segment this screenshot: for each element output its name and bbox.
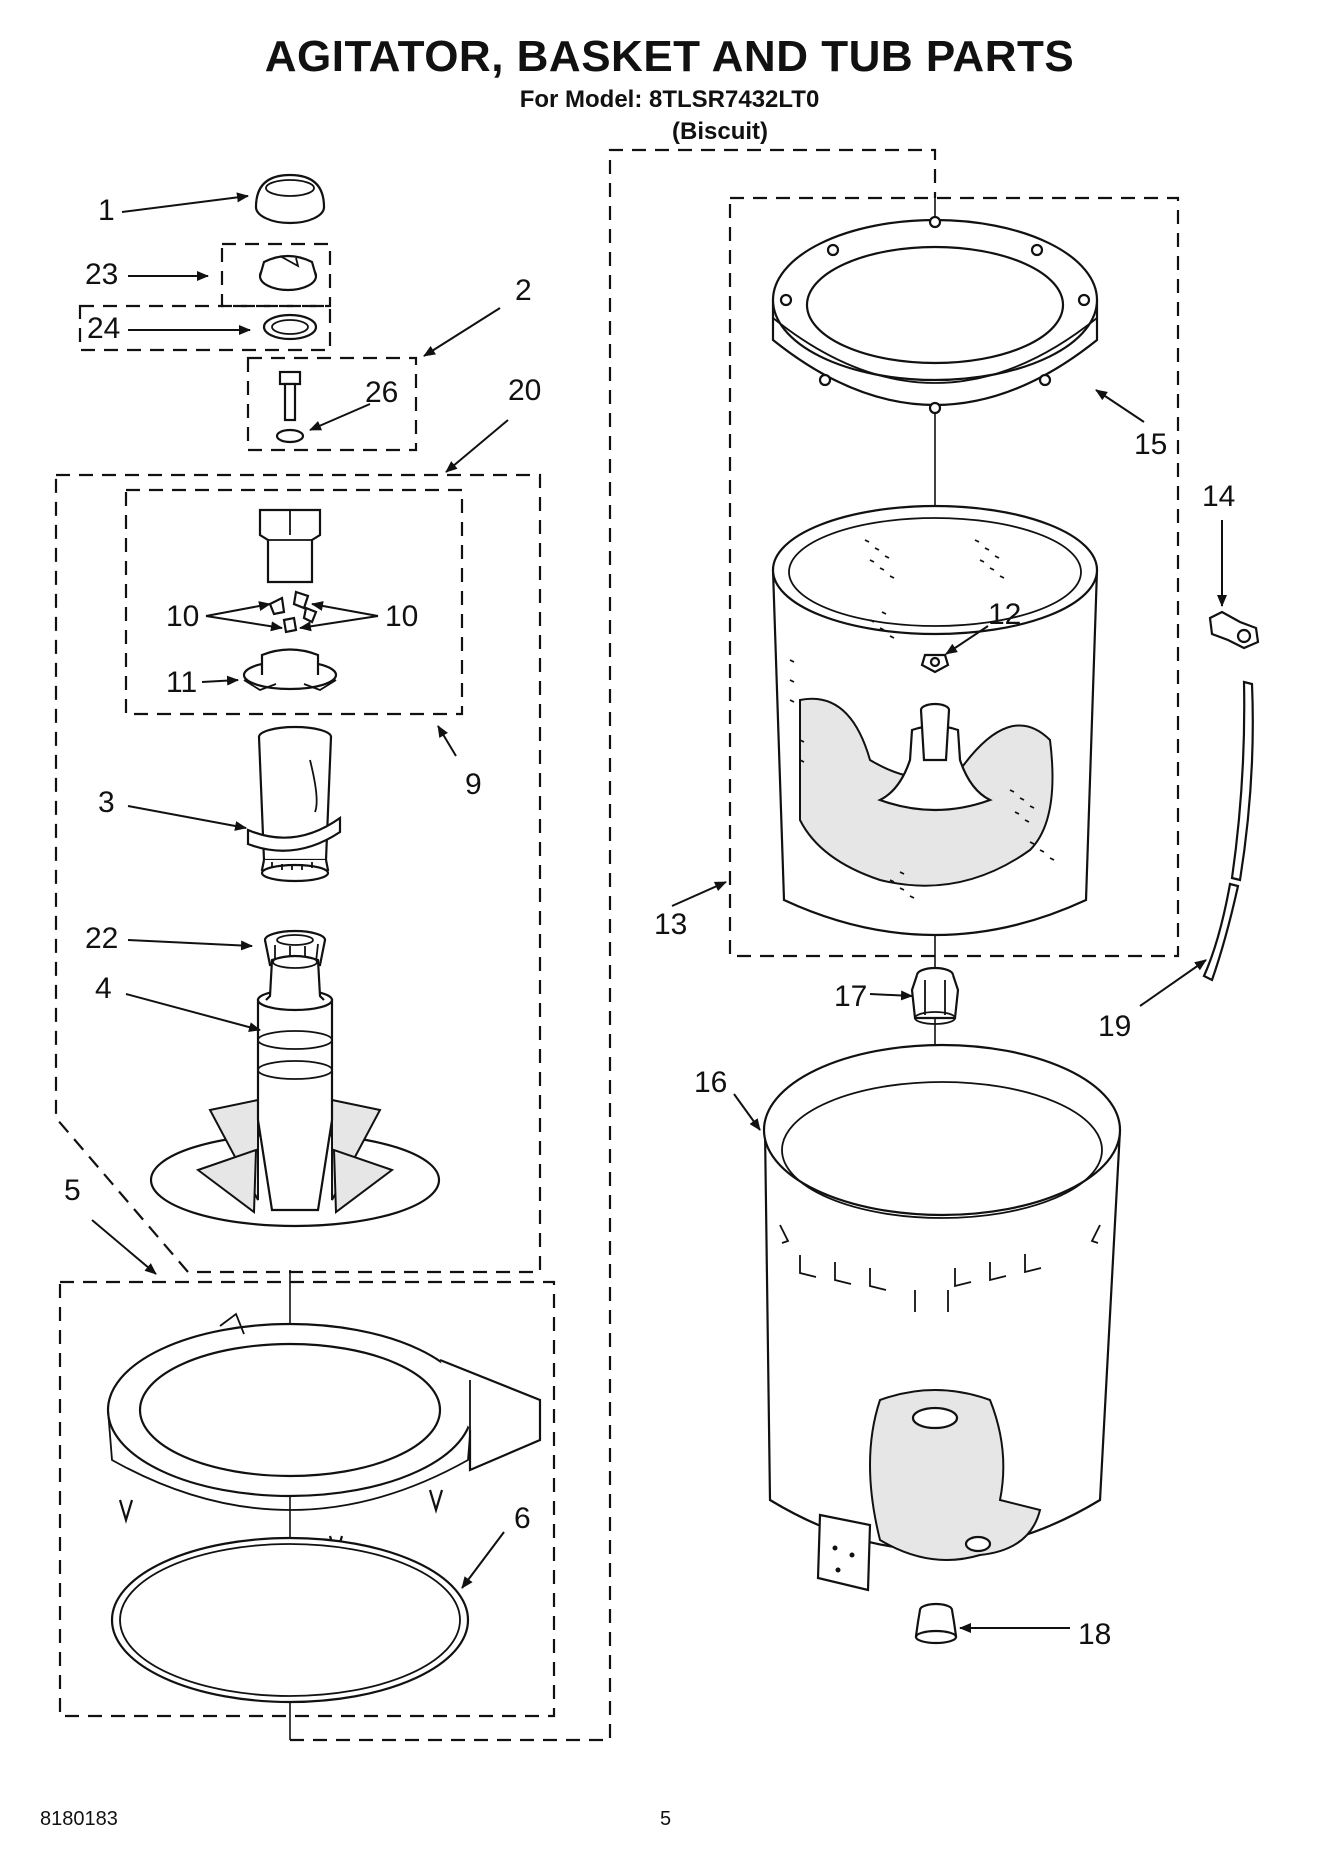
balance-ring-part: [771, 215, 1099, 415]
model-label: For Model: 8TLSR7432LT0: [519, 86, 820, 113]
callout-11: 11: [166, 666, 197, 699]
group-2-outline: [246, 356, 418, 452]
hub-nut-part: [910, 966, 960, 1025]
spin-basket-part: [771, 504, 1099, 937]
agitator-cam-part: [258, 508, 322, 584]
callout-24: 24: [87, 312, 120, 345]
tub-ring-part: [106, 1312, 542, 1564]
bolt-washer-part: [275, 370, 305, 444]
agitator-barrel-part: [246, 725, 342, 883]
callout-12: 12: [988, 598, 1021, 631]
callout-6: 6: [514, 1502, 531, 1535]
seal-ring-part: [262, 313, 318, 341]
assembly-connector-line: [290, 148, 937, 1742]
drain-plug-part: [914, 1602, 958, 1645]
callout-20: 20: [508, 374, 541, 407]
drain-hose-part: [1202, 680, 1254, 982]
callout-2: 2: [515, 274, 532, 307]
callout-13: 13: [654, 908, 687, 941]
cap-insert-part: [258, 254, 318, 292]
group-24-outline: [78, 304, 332, 352]
cam-ratchet-part: [242, 648, 338, 691]
callout-16: 16: [694, 1066, 727, 1099]
document-number: 8180183: [40, 1808, 118, 1830]
outer-tub-part: [762, 1043, 1122, 1592]
callout-17: 17: [834, 980, 867, 1013]
callout-10-left: 10: [166, 600, 199, 633]
callout-18: 18: [1078, 1618, 1111, 1651]
callout-15: 15: [1134, 428, 1167, 461]
callout-10-right: 10: [385, 600, 418, 633]
hose-clip-part: [1208, 610, 1260, 650]
agitator-dog-parts: [268, 590, 318, 634]
callout-23: 23: [85, 258, 118, 291]
group-20-outline: [54, 473, 542, 1274]
callout-3: 3: [98, 786, 115, 819]
group-5-outline: [58, 1280, 556, 1718]
group-9-outline: [124, 488, 464, 716]
callout-9: 9: [465, 768, 482, 801]
callout-26: 26: [365, 376, 398, 409]
callout-leaders: [91, 192, 1227, 1633]
agitator-base-part: [149, 954, 441, 1228]
callout-22: 22: [85, 922, 118, 955]
callout-1: 1: [98, 194, 115, 227]
group-23-outline: [220, 242, 332, 308]
page-title: AGITATOR, BASKET AND TUB PARTS: [264, 32, 1075, 81]
page-number: 5: [660, 1808, 672, 1830]
variant-label: (Biscuit): [640, 118, 800, 146]
agitator-cap-part: [254, 173, 326, 225]
callout-19: 19: [1098, 1010, 1131, 1043]
callout-14: 14: [1202, 480, 1235, 513]
callout-5: 5: [64, 1174, 81, 1207]
callout-4: 4: [95, 972, 112, 1005]
tub-seal-part: [110, 1536, 470, 1704]
group-13-outline: [728, 196, 1180, 958]
